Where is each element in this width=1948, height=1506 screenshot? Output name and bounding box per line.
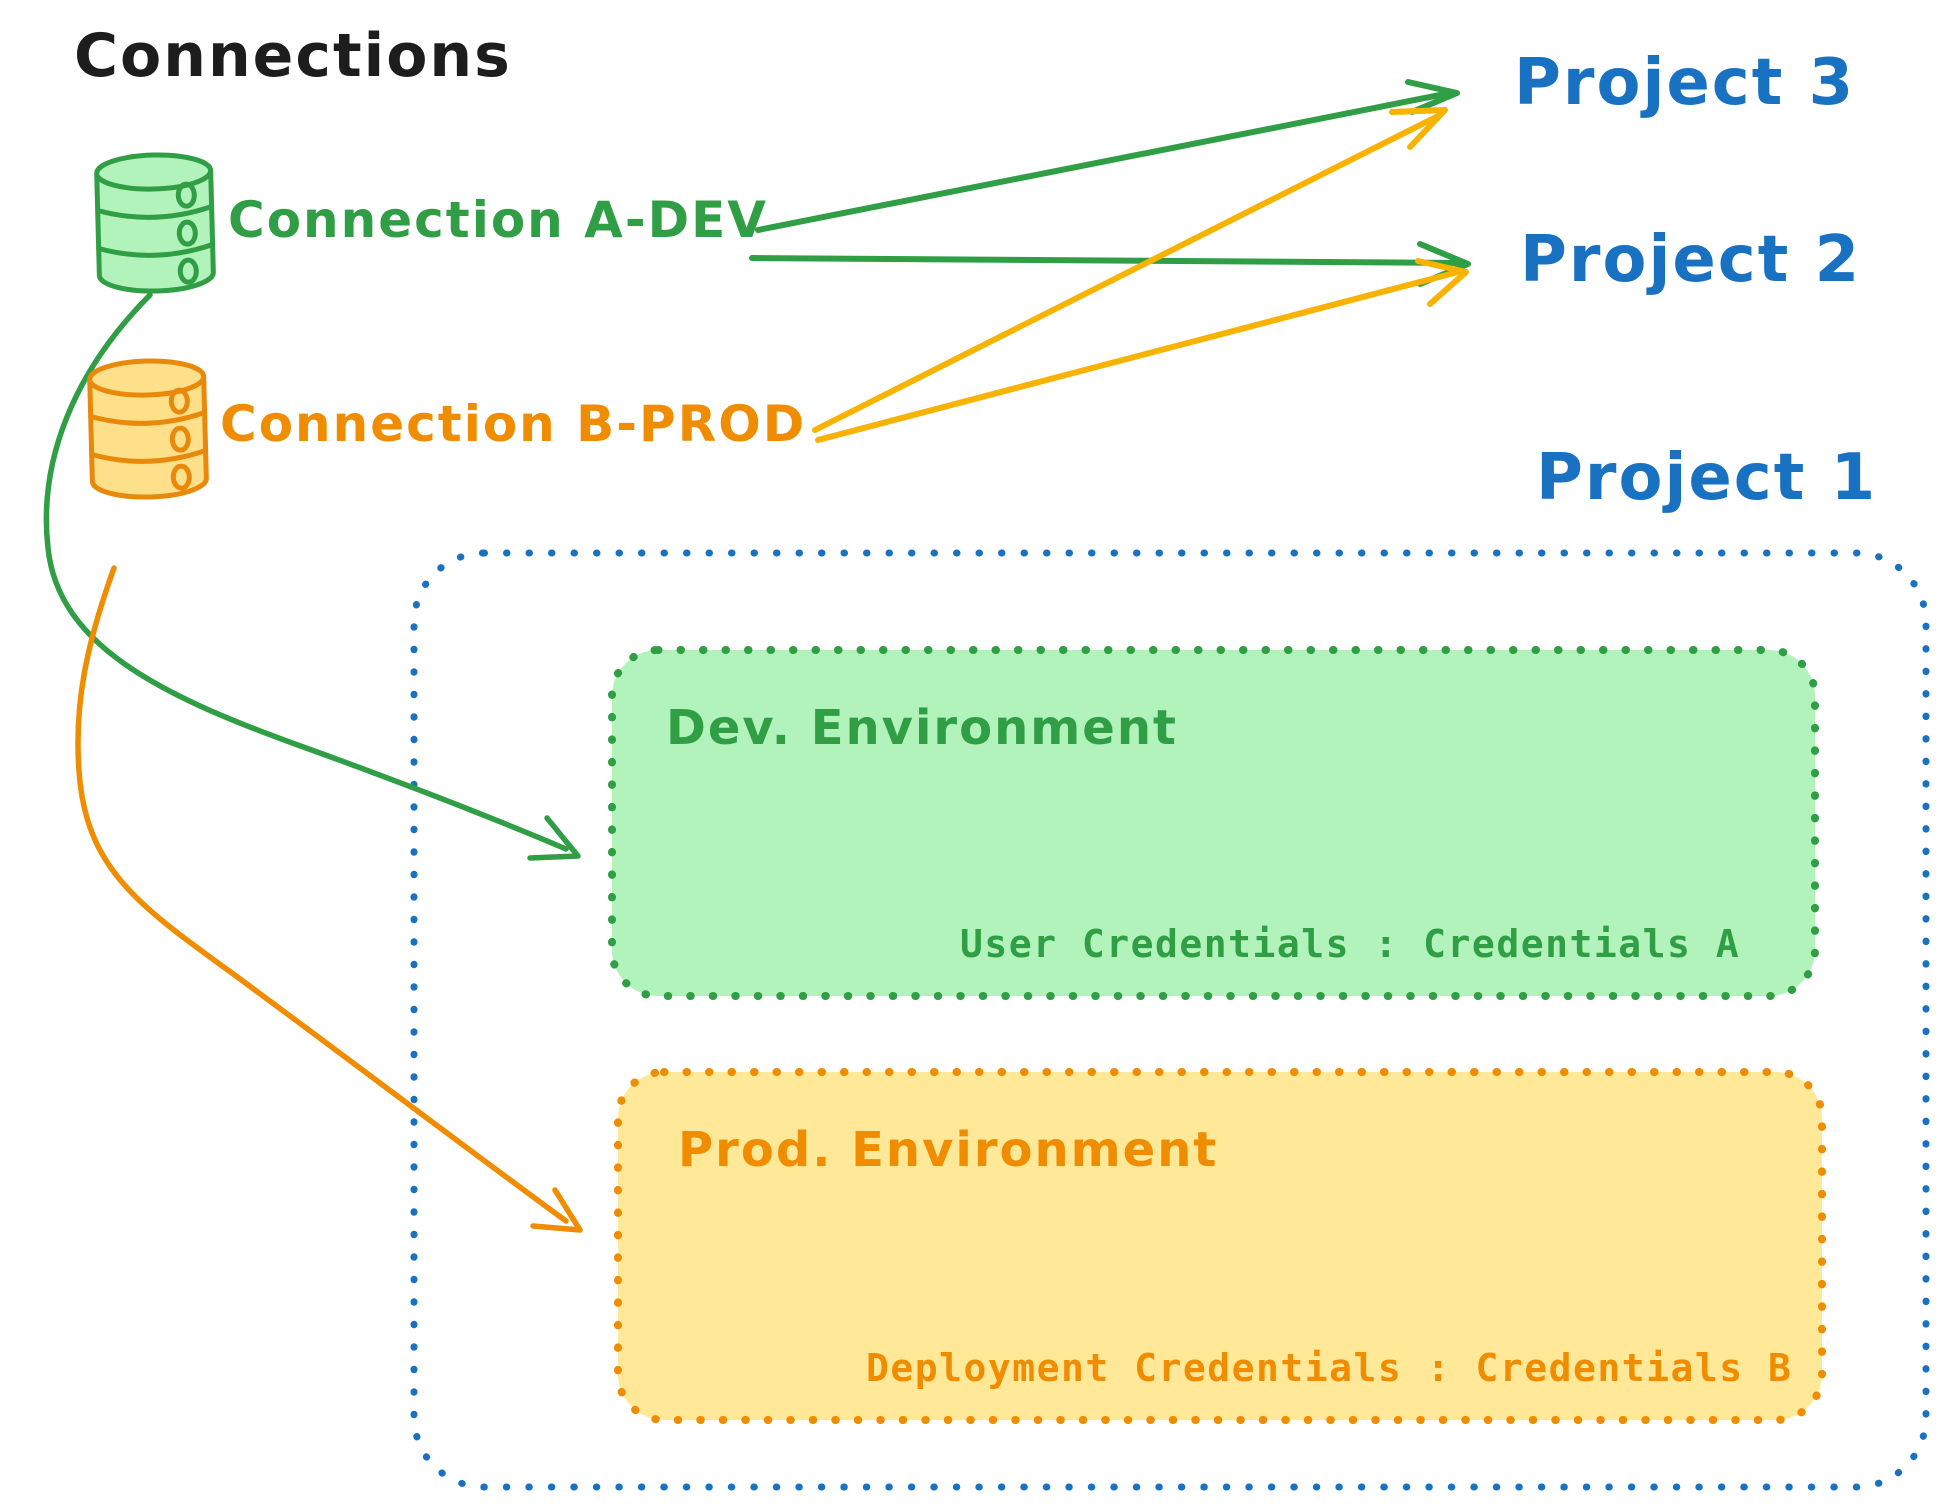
project-1-label: Project 1 (1536, 441, 1878, 515)
database-icon-dev (94, 152, 216, 294)
prod-environment-credentials: Deployment Credentials : Credentials B (866, 1346, 1793, 1390)
diagram-title: Connections (74, 21, 512, 91)
arrow-adev-to-dev-environment-head (527, 815, 581, 861)
project-2-label: Project 2 (1520, 223, 1862, 297)
arrow-adev-to-project3-head (1405, 79, 1460, 115)
arrow-bprod-to-project2-head (1415, 258, 1469, 307)
prod-environment-heading: Prod. Environment (678, 1122, 1219, 1178)
arrow-bprod-to-project3-head (1389, 107, 1448, 150)
dev-environment-credentials: User Credentials : Credentials A (960, 922, 1741, 966)
database-icon-prod (87, 358, 209, 500)
arrow-adev-to-dev-environment (43, 292, 569, 852)
dev-environment-heading: Dev. Environment (666, 700, 1178, 756)
arrow-bprod-to-prod-environment-head (530, 1187, 583, 1233)
arrow-adev-to-project2 (749, 255, 1463, 266)
arrow-bprod-to-prod-environment (75, 565, 569, 1224)
project-3-label: Project 3 (1514, 46, 1856, 120)
connection-a-dev-label: Connection A-DEV (228, 191, 768, 249)
arrow-adev-to-project3 (755, 90, 1453, 233)
dev-environment-box (608, 646, 1819, 1000)
connection-b-prod-label: Connection B-PROD (220, 395, 807, 453)
arrow-bprod-to-project2 (815, 269, 1461, 443)
prod-environment-box (614, 1068, 1826, 1424)
arrow-bprod-to-project3 (812, 113, 1441, 433)
